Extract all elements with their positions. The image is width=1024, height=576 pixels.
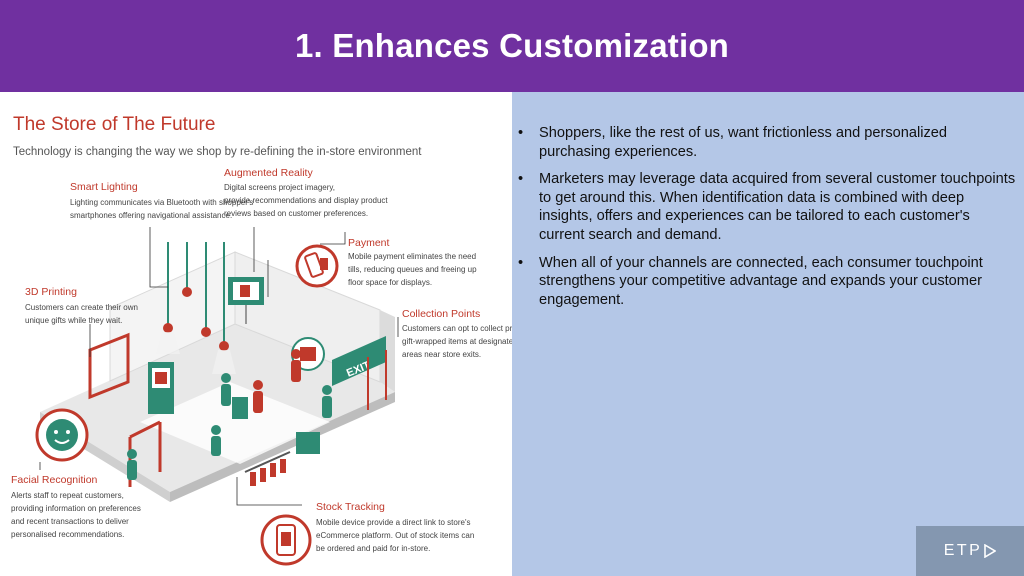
exit-sign: EXIT	[332, 336, 387, 410]
svg-text:and recent transactions to del: and recent transactions to deliver	[11, 517, 129, 526]
slide-header: 1. Enhances Customization	[0, 0, 1024, 92]
svg-text:provide recommendations and di: provide recommendations and display prod…	[224, 196, 388, 205]
svg-text:providing information on prefe: providing information on preferences	[11, 504, 141, 513]
svg-text:floor space for displays.: floor space for displays.	[348, 278, 432, 287]
infographic-title: The Store of The Future	[13, 114, 215, 135]
feature-3d-printing: 3D Printing Customers can create their o…	[25, 286, 138, 325]
bullet-panel: • Shoppers, like the rest of us, want fr…	[512, 92, 1024, 576]
facial-recognition-icon	[35, 408, 89, 462]
feature-smart-lighting: Smart Lighting Lighting communicates via…	[70, 181, 253, 220]
svg-text:Alerts staff to repeat custome: Alerts staff to repeat customers,	[11, 491, 124, 500]
svg-text:Stock Tracking: Stock Tracking	[316, 501, 385, 513]
bullet-symbol: •	[518, 125, 524, 141]
bullet-item: • Shoppers, like the rest of us, want fr…	[518, 124, 1018, 161]
etp-logo: ETP	[916, 526, 1024, 576]
3d-printing-kiosk	[88, 332, 174, 414]
svg-text:unique gifts while they wait.: unique gifts while they wait.	[25, 316, 122, 325]
store-infographic: The Store of The Future Technology is ch…	[0, 92, 512, 576]
bullet-item: • When all of your channels are connecte…	[518, 254, 1018, 310]
floor-path	[140, 382, 330, 464]
svg-text:3D Printing: 3D Printing	[25, 286, 77, 298]
svg-text:Mobile payment eliminates the: Mobile payment eliminates the need	[348, 252, 476, 261]
bullet-item: • Marketers may leverage data acquired f…	[518, 170, 1018, 244]
bullet-text: Marketers may leverage data acquired fro…	[539, 171, 1016, 243]
infographic-subtitle: Technology is changing the way we shop b…	[13, 146, 422, 158]
feature-payment: Payment Mobile payment eliminates the ne…	[348, 237, 477, 287]
svg-text:Smart Lighting: Smart Lighting	[70, 181, 138, 193]
svg-text:areas near store exits.: areas near store exits.	[402, 350, 481, 359]
svg-text:tills, reducing queues and fre: tills, reducing queues and freeing up	[348, 265, 477, 274]
svg-text:Customers can create their own: Customers can create their own	[25, 303, 138, 312]
svg-text:smartphones offering navigatio: smartphones offering navigational assist…	[70, 211, 232, 220]
side-wall	[380, 310, 395, 392]
bullet-symbol: •	[518, 254, 524, 271]
svg-text:Mobile device provide a direct: Mobile device provide a direct link to s…	[316, 518, 471, 527]
bullet-text: Shoppers, like the rest of us, want fric…	[539, 125, 948, 160]
payment-icon	[295, 244, 339, 288]
feature-augmented-reality: Augmented Reality Digital screens projec…	[224, 167, 388, 218]
bullet-text: When all of your channels are connected,…	[539, 254, 983, 308]
logo-text: ETP	[943, 542, 983, 559]
augmented-reality-screen	[228, 277, 264, 324]
svg-text:personalised recommendations.: personalised recommendations.	[11, 530, 124, 539]
feature-collection-points: Collection Points Customers can opt to c…	[402, 308, 512, 359]
svg-text:Facial Recognition: Facial Recognition	[11, 474, 98, 486]
bullet-list: • Shoppers, like the rest of us, want fr…	[518, 124, 1018, 318]
bullet-symbol: •	[518, 171, 524, 188]
slide-title: 1. Enhances Customization	[294, 27, 730, 64]
store-infographic-graphic: The Store of The Future Technology is ch…	[11, 114, 512, 566]
leader-lines	[39, 227, 399, 506]
svg-text:be ordered and paid for in-sto: be ordered and paid for in-store.	[316, 544, 430, 553]
store-floor-edge-right	[170, 392, 395, 502]
svg-text:Lighting communicates via Blue: Lighting communicates via Bluetooth with…	[70, 198, 253, 207]
svg-text:Collection Points: Collection Points	[402, 308, 480, 320]
collection-locker	[296, 432, 320, 454]
stock-tracking-icon	[260, 514, 312, 566]
shoppers-figures	[127, 349, 332, 480]
smart-lighting-pendants	[156, 242, 236, 374]
svg-text:Augmented Reality: Augmented Reality	[224, 167, 313, 179]
svg-text:Payment: Payment	[348, 237, 390, 249]
clothes-rack	[244, 451, 291, 486]
svg-text:eCommerce platform. Out of sto: eCommerce platform. Out of stock items c…	[316, 531, 474, 540]
play-triangle-icon	[984, 544, 997, 558]
svg-text:Digital screens project imager: Digital screens project imagery,	[224, 183, 335, 192]
feature-facial-recognition: Facial Recognition Alerts staff to repea…	[11, 474, 141, 539]
svg-text:reviews based on customer pref: reviews based on customer preferences.	[224, 209, 368, 218]
feature-stock-tracking: Stock Tracking Mobile device provide a d…	[316, 501, 474, 553]
svg-text:gift-wrapped items at designat: gift-wrapped items at designated	[402, 337, 512, 346]
svg-text:Customers can opt to collect p: Customers can opt to collect pre	[402, 324, 512, 333]
